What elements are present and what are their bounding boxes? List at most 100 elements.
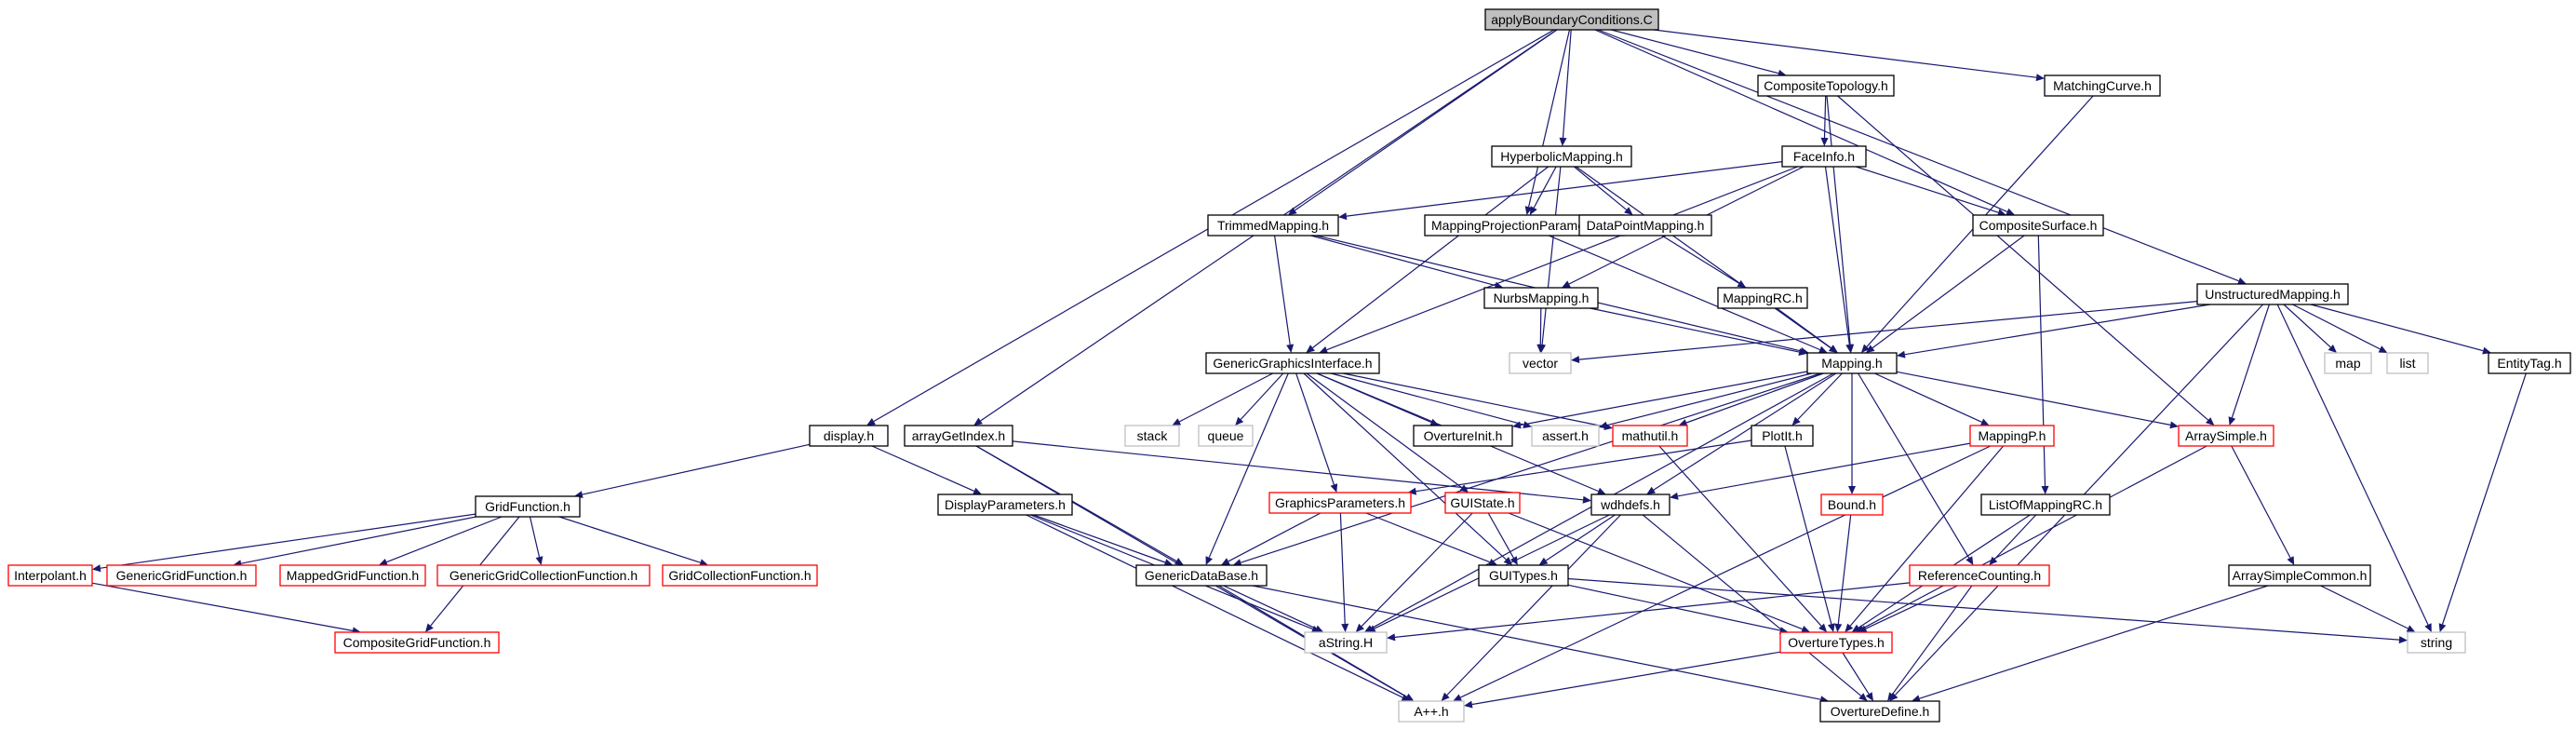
node-entity-tag[interactable]: EntityTag.h xyxy=(2488,352,2571,374)
node-wdhdefs[interactable]: wdhdefs.h xyxy=(1590,493,1670,516)
node-label: UnstructuredMapping.h xyxy=(2205,287,2341,302)
node-label: GUITypes.h xyxy=(1489,568,1558,583)
node-overture-define[interactable]: OvertureDefine.h xyxy=(1819,700,1940,723)
edge-array_simple_common-to-overture_define xyxy=(1912,585,2269,702)
node-composite-topology[interactable]: CompositeTopology.h xyxy=(1757,74,1895,97)
edge-root-to-mapping_projection_parameters xyxy=(1524,29,1571,215)
edge-root-to-unstructured_mapping xyxy=(1597,29,2247,285)
node-label: CompositeGridFunction.h xyxy=(343,635,491,650)
edge-mapping-to-mapping_p xyxy=(1874,372,1990,426)
edge-generic_data_base-to-astring xyxy=(1223,585,1324,632)
node-unstructured-mapping[interactable]: UnstructuredMapping.h xyxy=(2196,283,2349,305)
node-array-get-index[interactable]: arrayGetIndex.h xyxy=(904,425,1013,447)
node-label: ArraySimpleCommon.h xyxy=(2233,568,2368,583)
edge-mathutil-to-overture_types xyxy=(1658,445,1828,632)
edge-composite_topology-to-face_info xyxy=(1820,95,1829,146)
edge-reference_counting-to-overture_define xyxy=(1887,585,1973,701)
node-label: GenericGridCollectionFunction.h xyxy=(449,568,637,583)
node-grid-function[interactable]: GridFunction.h xyxy=(475,495,581,518)
node-gui-state[interactable]: GUIState.h xyxy=(1444,492,1521,514)
node-mathutil[interactable]: mathutil.h xyxy=(1612,425,1688,447)
edge-mapping-to-reference_counting xyxy=(1858,372,1974,565)
node-composite-grid-function[interactable]: CompositeGridFunction.h xyxy=(334,631,500,654)
node-graphics-parameters[interactable]: GraphicsParameters.h xyxy=(1268,492,1412,514)
node-label: Interpolant.h xyxy=(14,568,87,583)
node-array-simple-common[interactable]: ArraySimpleCommon.h xyxy=(2228,564,2371,587)
node-display[interactable]: display.h xyxy=(809,425,889,447)
node-list-of-mapping-rc[interactable]: ListOfMappingRC.h xyxy=(1980,493,2111,516)
edge-array_simple_common-to-string xyxy=(2320,585,2416,632)
edge-hyperbolic_mapping-to-mapping xyxy=(1576,166,1838,353)
node-astring: aString.H xyxy=(1304,631,1388,654)
node-array-simple[interactable]: ArraySimple.h xyxy=(2178,425,2274,447)
edge-hyperbolic_mapping-to-generic_graphics_interface xyxy=(1306,166,1550,353)
edge-wdhdefs-to-overture_define xyxy=(1642,514,1868,701)
node-generic-data-base[interactable]: GenericDataBase.h xyxy=(1135,564,1268,587)
edge-mapping-to-plotit xyxy=(1791,372,1843,426)
node-display-parameters[interactable]: DisplayParameters.h xyxy=(937,493,1073,516)
edge-mapping-to-mathutil xyxy=(1678,372,1824,426)
edge-composite_topology-to-array_simple xyxy=(1837,95,2215,426)
node-composite-surface[interactable]: CompositeSurface.h xyxy=(1972,214,2104,237)
node-label: applyBoundaryConditions.C xyxy=(1491,12,1653,27)
edge-entity_tag-to-string xyxy=(2438,372,2527,632)
node-label: GUIState.h xyxy=(1450,495,1514,510)
edge-grid_function-to-grid_collection_function xyxy=(558,516,709,566)
edge-generic_graphics_interface-to-graphics_parameters xyxy=(1295,372,1338,493)
edge-generic_graphics_interface-to-gui_types xyxy=(1303,372,1512,565)
node-label: MatchingCurve.h xyxy=(2053,78,2152,93)
node-label: GridCollectionFunction.h xyxy=(668,568,811,583)
node-trimmed-mapping[interactable]: TrimmedMapping.h xyxy=(1207,214,1339,237)
node-generic-grid-collection-function[interactable]: GenericGridCollectionFunction.h xyxy=(436,564,651,587)
node-mapping-rc[interactable]: MappingRC.h xyxy=(1717,287,1808,309)
node-grid-collection-function[interactable]: GridCollectionFunction.h xyxy=(662,564,818,587)
edge-mapping_p-to-wdhdefs xyxy=(1670,442,1971,500)
edge-generic_graphics_interface-to-stack xyxy=(1172,372,1273,426)
node-plotit[interactable]: PlotIt.h xyxy=(1751,425,1814,447)
node-bound[interactable]: Bound.h xyxy=(1820,493,1884,516)
edge-grid_function-to-interpolant xyxy=(92,513,476,573)
node-interpolant[interactable]: Interpolant.h xyxy=(7,564,93,587)
node-generic-grid-function[interactable]: GenericGridFunction.h xyxy=(106,564,257,587)
node-mapping-p[interactable]: MappingP.h xyxy=(1969,425,2055,447)
edge-plotit-to-overture_types xyxy=(1784,445,1835,632)
node-string: string xyxy=(2407,631,2466,654)
edge-mapping-to-assert xyxy=(1599,372,1812,429)
edge-hyperbolic_mapping-to-data_point_mapping xyxy=(1574,166,1633,215)
node-data-point-mapping[interactable]: DataPointMapping.h xyxy=(1578,214,1712,237)
edge-array_get_index-to-wdhdefs xyxy=(1012,440,1591,504)
edge-graphics_parameters-to-astring xyxy=(1339,512,1349,632)
node-label: mathutil.h xyxy=(1622,428,1679,443)
node-label: CompositeSurface.h xyxy=(1979,218,2098,233)
node-nurbs-mapping[interactable]: NurbsMapping.h xyxy=(1483,287,1599,309)
node-mapping[interactable]: Mapping.h xyxy=(1806,352,1898,374)
node-label: DisplayParameters.h xyxy=(945,497,1066,512)
edge-root-to-matching_curve xyxy=(1654,29,2045,82)
node-mapped-grid-function[interactable]: MappedGridFunction.h xyxy=(279,564,426,587)
node-root[interactable]: applyBoundaryConditions.C xyxy=(1484,8,1659,31)
edge-composite_surface-to-mapping xyxy=(1865,235,2025,353)
node-overture-init[interactable]: OvertureInit.h xyxy=(1413,425,1513,447)
edge-list_of_mapping_rc-to-reference_counting xyxy=(1989,514,2037,565)
edge-hyperbolic_mapping-to-mapping_projection_parameters xyxy=(1529,166,1557,215)
node-hyperbolic-mapping[interactable]: HyperbolicMapping.h xyxy=(1491,145,1632,168)
node-stack: stack xyxy=(1124,425,1180,447)
node-face-info[interactable]: FaceInfo.h xyxy=(1781,145,1867,168)
node-label: queue xyxy=(1208,428,1244,443)
node-label: GenericGraphicsInterface.h xyxy=(1213,356,1372,371)
node-reference-counting[interactable]: ReferenceCounting.h xyxy=(1909,564,2050,587)
edge-face_info-to-generic_graphics_interface xyxy=(1319,166,1798,354)
node-label: aString.H xyxy=(1319,635,1373,650)
node-queue: queue xyxy=(1198,425,1254,447)
edge-array_simple-to-overture_types xyxy=(1855,445,2207,632)
node-generic-graphics-interface[interactable]: GenericGraphicsInterface.h xyxy=(1205,352,1380,374)
node-overture-types[interactable]: OvertureTypes.h xyxy=(1779,631,1893,654)
node-matching-curve[interactable]: MatchingCurve.h xyxy=(2044,74,2161,97)
edge-bound-to-overture_types xyxy=(1834,514,1852,632)
node-label: GridFunction.h xyxy=(485,499,570,514)
node-label: wdhdefs.h xyxy=(1600,497,1660,512)
edge-grid_function-to-generic_grid_collection_function xyxy=(529,516,543,565)
node-gui-types[interactable]: GUITypes.h xyxy=(1478,564,1569,587)
edge-wdhdefs-to-gui_types xyxy=(1538,514,1616,565)
